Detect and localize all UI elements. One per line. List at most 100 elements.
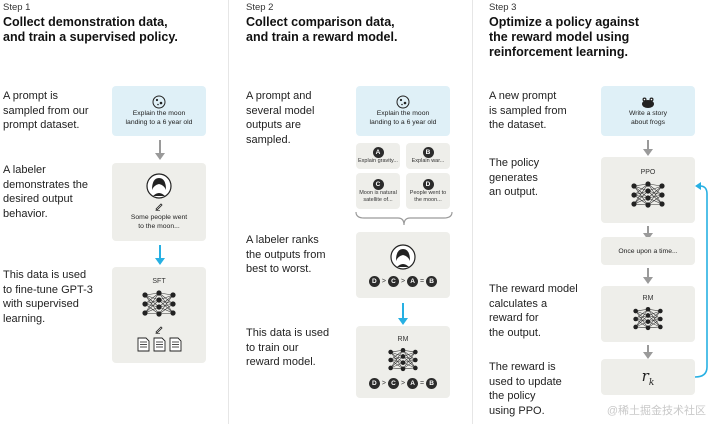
ppo-label: PPO <box>640 168 656 176</box>
feedback-loop-arrow <box>694 182 708 378</box>
step3-desc2-line: The policy <box>489 157 540 169</box>
step1-desc2-line: A labeler <box>3 164 46 176</box>
step2-desc1: A prompt and several model outputs are s… <box>246 89 314 147</box>
step3-desc1-line: the dataset. <box>489 119 547 131</box>
step3-title-line2: the reward model using <box>489 30 630 44</box>
neural-net-icon <box>388 347 418 371</box>
step1-desc3: This data is used to fine-tune GPT-3 wit… <box>3 268 93 326</box>
step3-desc2: The policy generates an output. <box>489 156 539 200</box>
neural-net-icon <box>631 180 665 208</box>
rank-letter: B <box>426 377 438 389</box>
step2-title: Collect comparison data, and train a rew… <box>246 15 397 45</box>
divider-2 <box>472 0 473 424</box>
document-icon <box>137 337 149 352</box>
step1-arrow-1 <box>155 140 165 160</box>
document-icon <box>153 337 165 352</box>
step1-labeler-box: Some people went to the moon... <box>112 163 206 241</box>
merge-bracket <box>355 211 453 226</box>
document-icon <box>169 337 181 352</box>
greater-than: > <box>400 277 406 285</box>
output-card-d: D People went to the moon... <box>406 173 450 209</box>
step2-desc1-line: several model <box>246 104 315 117</box>
step1-title-line1: Collect demonstration data, <box>3 15 168 29</box>
greater-than: = <box>420 277 425 285</box>
greater-than: = <box>420 379 425 387</box>
step1-desc1-line: sampled from our <box>3 104 89 117</box>
step2-desc3-line: reward model. <box>246 356 316 368</box>
output-card-b: B Explain war... <box>406 143 450 169</box>
output-text: satellite of... <box>363 196 393 203</box>
step3-label: Step 3 <box>489 2 517 13</box>
step3-desc4-line: using PPO. <box>489 404 545 417</box>
step3-desc1: A new prompt is sampled from the dataset… <box>489 89 567 133</box>
neural-net-icon <box>142 290 176 317</box>
document-stack <box>137 337 182 352</box>
step3-desc1-line: is sampled from <box>489 104 567 117</box>
step3-prompt-box: Write a story about frogs <box>601 86 695 136</box>
output-letter: D <box>422 178 434 190</box>
rank-letter: B <box>426 275 438 287</box>
frog-icon <box>642 97 654 108</box>
step2-title-line2: and train a reward model. <box>246 30 398 44</box>
step3-desc2-line: an output. <box>489 186 538 198</box>
step1-prompt-line: landing to a 6 year old <box>125 119 193 126</box>
step3-desc4-line: the policy <box>489 390 536 402</box>
step2-title-line1: Collect comparison data, <box>246 15 395 29</box>
step1-desc3-line: with supervised <box>3 298 79 310</box>
output-letter: C <box>372 178 384 190</box>
step1-desc3-line: learning. <box>3 312 46 325</box>
rm-ranking-row: D> C> A= B <box>368 377 438 389</box>
step1-labeler-line: Some people went <box>130 214 188 221</box>
output-text: the moon... <box>414 196 442 203</box>
labeler-avatar-icon <box>390 243 416 270</box>
step3-title: Optimize a policy against the reward mod… <box>489 15 639 60</box>
step2-desc2-line: A labeler ranks <box>246 234 319 246</box>
step3-arrow-3 <box>643 268 653 284</box>
step1-prompt-box: Explain the moon landing to a 6 year old <box>112 86 206 136</box>
step3-desc1-line: A new prompt <box>489 90 557 102</box>
step3-desc4-line: used to update <box>489 375 562 388</box>
step2-desc3: This data is used to train our reward mo… <box>246 326 329 370</box>
step3-desc3-line: The reward model <box>489 283 578 295</box>
step1-desc1-line: A prompt is <box>3 90 59 102</box>
step2-desc2-line: best to worst. <box>246 263 312 275</box>
step2-desc3-line: to train our <box>246 341 299 354</box>
output-text: People went to <box>409 189 447 196</box>
step3-prompt-line: about frogs <box>630 118 665 126</box>
step3-title-line1: Optimize a policy against <box>489 15 640 29</box>
rank-letter: D <box>368 275 380 287</box>
rank-letter: D <box>368 377 380 389</box>
reward-symbol: rk <box>642 367 655 388</box>
step3-ppo-box: PPO <box>601 157 695 223</box>
greater-than: > <box>381 277 386 285</box>
watermark: @稀土掘金技术社区 <box>606 405 706 417</box>
step1-desc2-line: demonstrates the <box>3 178 88 191</box>
rm-label: RM <box>642 294 654 302</box>
pencil-icon <box>155 203 163 211</box>
step2-desc3-line: This data is used <box>246 327 330 339</box>
step2-arrow <box>398 303 408 325</box>
pencil-icon <box>155 326 163 334</box>
step1-desc1: A prompt is sampled from our prompt data… <box>3 89 89 133</box>
step1-desc2-line: desired output <box>3 193 73 205</box>
step2-desc1-line: sampled. <box>246 133 291 146</box>
step1-desc3-line: to fine-tune GPT-3 <box>3 283 93 296</box>
greater-than: > <box>381 379 386 387</box>
step3-desc2-line: generates <box>489 171 538 184</box>
step1-labeler-line: to the moon... <box>138 223 180 230</box>
step2-prompt-line: Explain the moon <box>376 110 430 117</box>
reward-k: k <box>648 377 655 388</box>
output-letter: A <box>372 147 384 158</box>
step2-desc2: A labeler ranks the outputs from best to… <box>246 233 326 277</box>
output-card-c: C Moon is natural satellite of... <box>356 173 400 209</box>
step1-arrow-2 <box>155 245 165 265</box>
labeler-avatar-icon <box>146 173 172 199</box>
step3-desc3-line: reward for <box>489 312 539 324</box>
step3-arrow-4 <box>643 345 653 359</box>
step1-title-line2: and train a supervised policy. <box>3 30 178 44</box>
step3-desc3-line: calculates a <box>489 297 548 310</box>
step1-desc2-line: behavior. <box>3 207 48 220</box>
step3-output-box: Once upon a time... <box>601 237 695 265</box>
step3-arrow-2 <box>643 226 653 240</box>
step3-title-line3: reinforcement learning. <box>489 45 628 59</box>
